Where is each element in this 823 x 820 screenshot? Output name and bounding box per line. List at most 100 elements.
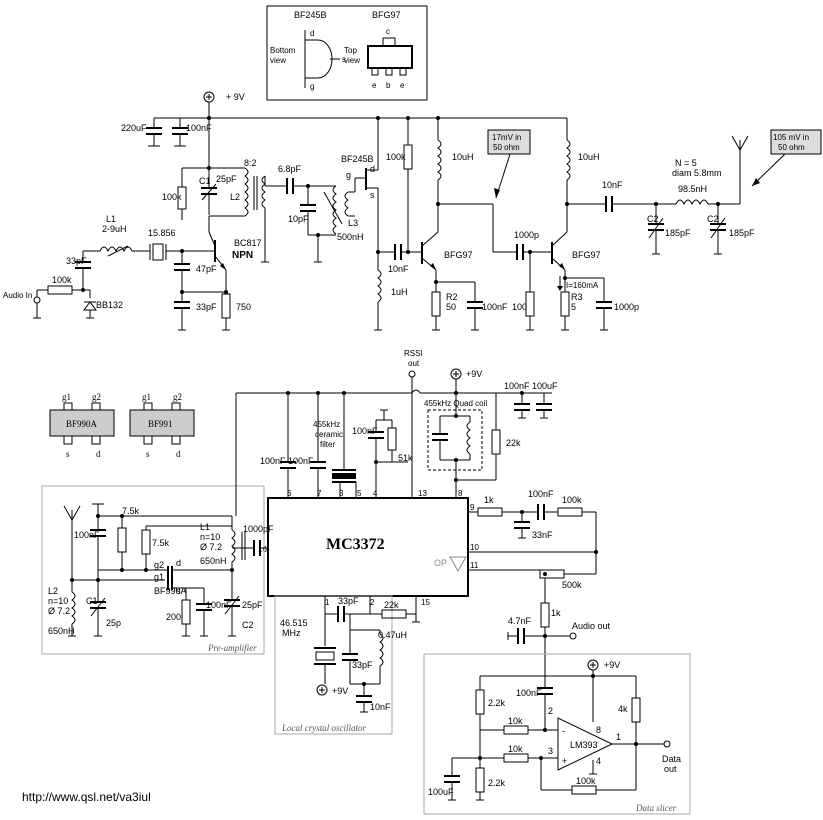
svg-text:100nF: 100nF: [206, 600, 232, 610]
svg-text:BC817: BC817: [234, 238, 262, 248]
svg-text:R2: R2: [446, 292, 458, 302]
svg-text:100nF: 100nF: [352, 426, 378, 436]
svg-text:NPN: NPN: [232, 250, 253, 261]
svg-text:+ 9V: + 9V: [226, 92, 245, 102]
svg-text:185pF: 185pF: [729, 228, 755, 238]
svg-text:out: out: [664, 764, 677, 774]
svg-text:c: c: [386, 27, 390, 36]
svg-text:4k: 4k: [618, 704, 628, 714]
svg-text:8:2: 8:2: [244, 158, 257, 168]
svg-text:6.8pF: 6.8pF: [278, 164, 302, 174]
svg-text:500nH: 500nH: [337, 232, 364, 242]
svg-text:10: 10: [470, 543, 479, 552]
svg-text:g2: g2: [92, 392, 101, 402]
svg-text:100k: 100k: [386, 152, 406, 162]
svg-text:1k: 1k: [551, 608, 561, 618]
svg-text:s: s: [176, 586, 181, 596]
svg-text:BFG97: BFG97: [572, 250, 601, 260]
svg-text:15: 15: [421, 598, 430, 607]
svg-text:BFG97: BFG97: [444, 250, 473, 260]
svg-text:7.5k: 7.5k: [122, 506, 140, 516]
svg-text:3: 3: [548, 746, 553, 756]
svg-text:7.5k: 7.5k: [152, 538, 170, 548]
svg-text:BF245B: BF245B: [341, 154, 374, 164]
svg-text:650nH: 650nH: [200, 556, 227, 566]
svg-text:455kHz: 455kHz: [313, 420, 340, 429]
svg-text:g: g: [346, 170, 351, 180]
bf245b-title: BF245B: [294, 10, 327, 20]
svg-text:33pF: 33pF: [338, 596, 359, 606]
svg-text:view: view: [270, 56, 286, 65]
svg-text:Ø 7.2: Ø 7.2: [48, 606, 70, 616]
svg-text:RSSI: RSSI: [404, 349, 423, 358]
svg-text:d: d: [310, 29, 314, 38]
svg-text:10k: 10k: [508, 744, 523, 754]
svg-text:2: 2: [370, 598, 375, 607]
svg-text:100nF: 100nF: [482, 302, 508, 312]
svg-text:100uF: 100uF: [532, 381, 558, 391]
svg-text:22k: 22k: [506, 438, 521, 448]
svg-text:100nF: 100nF: [74, 530, 100, 540]
svg-text:15.856: 15.856: [148, 228, 176, 238]
svg-text:500k: 500k: [562, 580, 582, 590]
svg-text:25p: 25p: [106, 618, 121, 628]
svg-text:220uF: 220uF: [121, 123, 147, 133]
svg-text:C1: C1: [86, 596, 98, 606]
svg-text:1k: 1k: [484, 495, 494, 505]
svg-text:s: s: [66, 449, 70, 459]
svg-text:L1: L1: [200, 522, 210, 532]
svg-text:2.2k: 2.2k: [488, 778, 506, 788]
ic-name: MC3372: [326, 536, 385, 553]
svg-text:+9V: +9V: [332, 686, 348, 696]
bfg97-title: BFG97: [372, 10, 401, 20]
svg-text:g2: g2: [154, 560, 164, 570]
svg-text:10nF: 10nF: [602, 180, 623, 190]
svg-text:750: 750: [236, 302, 251, 312]
svg-text:Ø 7.2: Ø 7.2: [200, 542, 222, 552]
svg-text:650nH: 650nH: [48, 626, 75, 636]
svg-text:C2: C2: [647, 214, 659, 224]
svg-text:10k: 10k: [508, 716, 523, 726]
receiver-circuit: MC3372 6 7 3 5 4 13 8 9 10 11 16 1 2 15 …: [41, 349, 691, 815]
svg-text:10pF: 10pF: [288, 214, 309, 224]
svg-text:Audio out: Audio out: [572, 621, 611, 631]
svg-text:BB132: BB132: [96, 300, 123, 310]
svg-text:s: s: [146, 449, 150, 459]
svg-text:out: out: [408, 359, 420, 368]
svg-text:50 ohm: 50 ohm: [778, 143, 805, 152]
footer-url: http://www.qsl.net/va3iul: [22, 790, 151, 804]
svg-text:100nF: 100nF: [260, 456, 286, 466]
svg-text:10nF: 10nF: [388, 264, 409, 274]
svg-text:1000pF: 1000pF: [243, 524, 274, 534]
transmitter-circuit: + 9V 220uF 100nF C1 25pF L2 8:2 100k: [3, 91, 822, 331]
svg-text:ceramic: ceramic: [315, 430, 343, 439]
svg-text:1000p: 1000p: [614, 302, 639, 312]
svg-text:MHz: MHz: [282, 628, 301, 638]
svg-text:185pF: 185pF: [665, 228, 691, 238]
svg-text:e: e: [372, 81, 377, 90]
svg-text:n=10: n=10: [48, 596, 68, 606]
svg-text:BF990A: BF990A: [154, 586, 187, 596]
svg-text:33pF: 33pF: [352, 660, 373, 670]
svg-text:R3: R3: [571, 292, 583, 302]
svg-text:C2: C2: [242, 620, 254, 630]
svg-text:1: 1: [616, 732, 621, 742]
svg-text:33pF: 33pF: [66, 256, 87, 266]
svg-text:51k: 51k: [398, 453, 413, 463]
svg-text:L2: L2: [230, 192, 240, 202]
svg-text:11: 11: [470, 561, 479, 570]
svg-text:Top: Top: [344, 46, 357, 55]
svg-text:d: d: [96, 449, 101, 459]
svg-text:100nF: 100nF: [288, 456, 314, 466]
svg-text:50: 50: [446, 302, 456, 312]
svg-text:1uH: 1uH: [391, 287, 408, 297]
svg-text:16: 16: [258, 545, 267, 554]
svg-text:C1: C1: [199, 176, 211, 186]
svg-text:Bottom: Bottom: [270, 46, 296, 55]
svg-text:10uH: 10uH: [452, 152, 474, 162]
svg-text:LM393: LM393: [570, 740, 598, 750]
svg-text:4: 4: [596, 756, 601, 766]
svg-text:1: 1: [325, 598, 330, 607]
svg-text:+9V: +9V: [466, 369, 482, 379]
svg-text:9: 9: [470, 503, 475, 512]
